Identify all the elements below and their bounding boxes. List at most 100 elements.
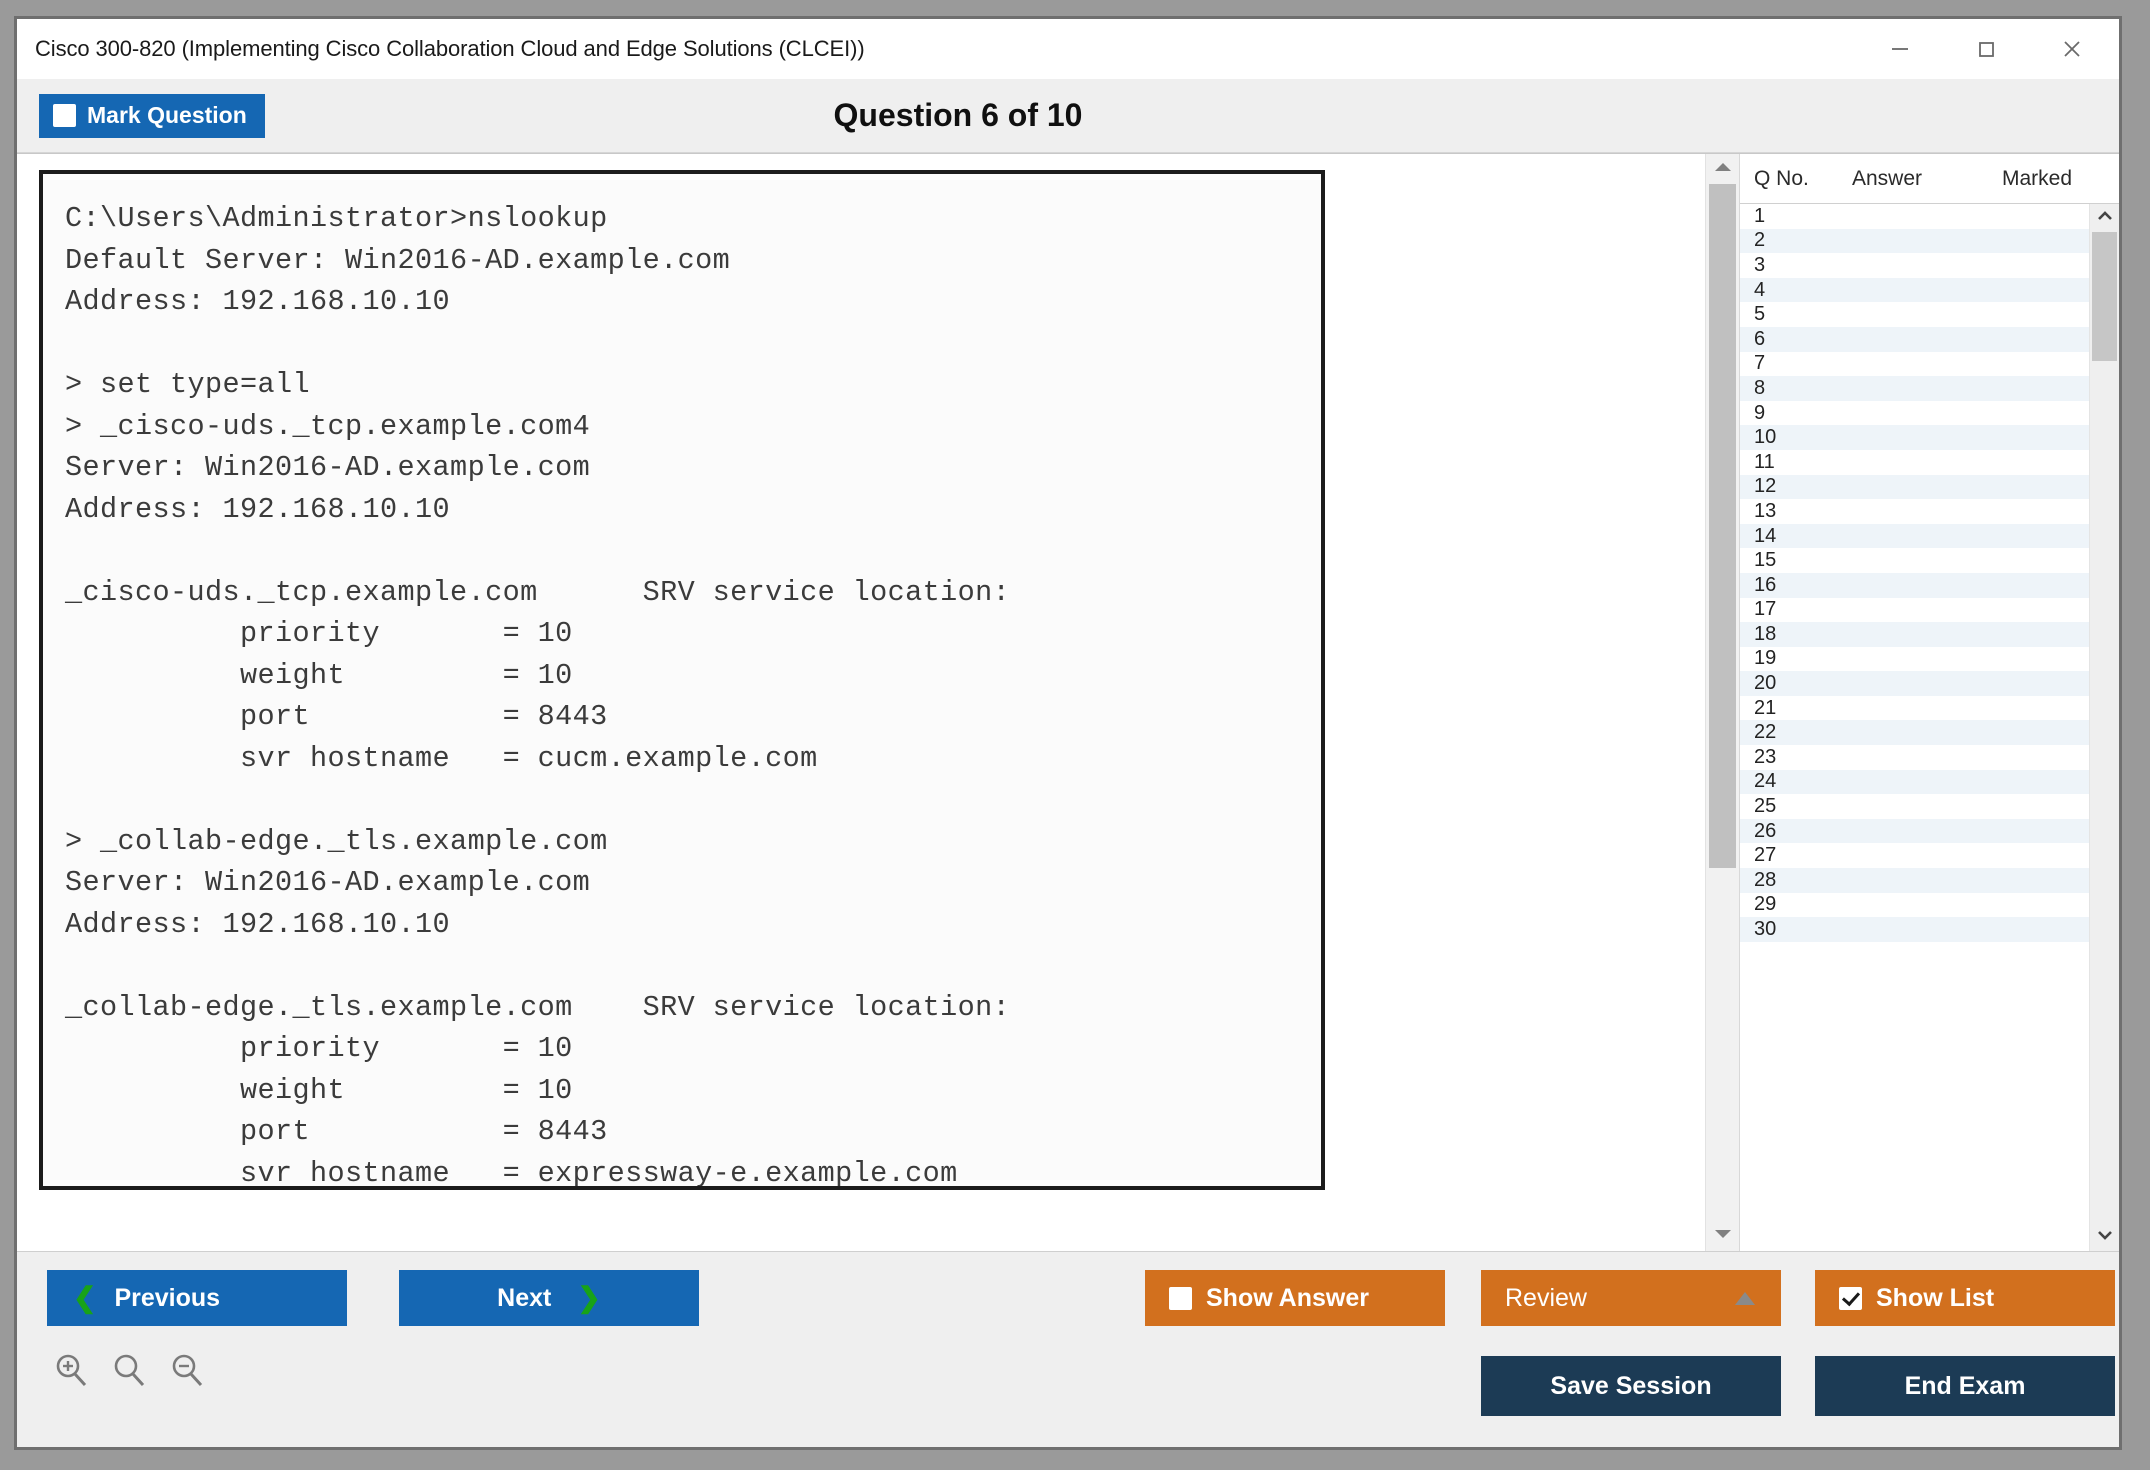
previous-button-label: Previous xyxy=(114,1283,221,1312)
exam-application-window: Cisco 300-820 (Implementing Cisco Collab… xyxy=(14,16,2122,1450)
question-number-cell: 4 xyxy=(1754,278,1766,301)
minimize-button[interactable] xyxy=(1857,20,1943,78)
question-number-cell: 29 xyxy=(1754,893,1777,916)
question-number-cell: 7 xyxy=(1754,352,1766,375)
question-list-row[interactable]: 24 xyxy=(1740,769,2089,795)
question-list-row[interactable]: 29 xyxy=(1740,892,2089,918)
list-scrollbar-track[interactable] xyxy=(2090,232,2119,1223)
save-session-button[interactable]: Save Session xyxy=(1481,1356,1781,1416)
question-list-row[interactable]: 10 xyxy=(1740,425,2089,450)
end-exam-label: End Exam xyxy=(1904,1371,2026,1400)
question-list-row[interactable]: 3 xyxy=(1740,253,2089,278)
maximize-button[interactable] xyxy=(1943,20,2029,78)
question-number-cell: 12 xyxy=(1754,475,1777,498)
question-list-row[interactable]: 12 xyxy=(1740,474,2089,500)
end-exam-button[interactable]: End Exam xyxy=(1815,1356,2115,1416)
show-list-checkbox[interactable] xyxy=(1839,1286,1862,1310)
question-number-cell: 8 xyxy=(1754,376,1766,399)
exam-header-bar: Mark Question Question 6 of 10 xyxy=(17,79,2119,153)
question-list-row[interactable]: 20 xyxy=(1740,671,2089,696)
question-number-cell: 25 xyxy=(1754,795,1777,818)
show-list-label: Show List xyxy=(1876,1283,1995,1312)
question-list-row[interactable]: 23 xyxy=(1740,745,2089,770)
maximize-icon xyxy=(1972,35,2000,63)
question-list-row[interactable]: 22 xyxy=(1740,720,2089,746)
question-list-row[interactable]: 27 xyxy=(1740,843,2089,869)
chevron-down-icon xyxy=(1714,1227,1732,1245)
scroll-down-button[interactable] xyxy=(1706,1221,1739,1251)
question-list-row[interactable]: 7 xyxy=(1740,351,2089,377)
title-bar: Cisco 300-820 (Implementing Cisco Collab… xyxy=(17,19,2119,79)
question-list-row[interactable]: 6 xyxy=(1740,326,2089,352)
column-header-qno: Q No. xyxy=(1754,166,1809,190)
question-list-row[interactable]: 9 xyxy=(1740,400,2089,426)
column-header-answer: Answer xyxy=(1852,166,1923,190)
question-number-cell: 24 xyxy=(1754,770,1777,793)
list-scroll-up-button[interactable] xyxy=(2090,204,2119,232)
question-number-cell: 20 xyxy=(1754,672,1777,695)
review-dropdown-button[interactable]: Review xyxy=(1481,1270,1781,1326)
question-number-cell: 23 xyxy=(1754,745,1777,768)
mark-question-label: Mark Question xyxy=(87,102,247,128)
list-scrollbar-thumb[interactable] xyxy=(2092,232,2117,361)
question-list-row[interactable]: 11 xyxy=(1740,449,2089,475)
question-list-row[interactable]: 5 xyxy=(1740,302,2089,327)
question-list-row[interactable]: 25 xyxy=(1740,794,2089,819)
question-list-row[interactable]: 14 xyxy=(1740,523,2089,549)
question-list-row[interactable]: 16 xyxy=(1740,572,2089,598)
review-label: Review xyxy=(1505,1283,1587,1312)
show-answer-label: Show Answer xyxy=(1206,1283,1369,1312)
previous-button[interactable]: ❮ Previous xyxy=(47,1270,347,1326)
question-list-row[interactable]: 8 xyxy=(1740,376,2089,401)
question-number-cell: 6 xyxy=(1754,327,1766,350)
question-list-scrollbar[interactable] xyxy=(2089,204,2119,1251)
question-number-cell: 11 xyxy=(1754,450,1775,473)
question-list-row[interactable]: 19 xyxy=(1740,646,2089,672)
question-list-row[interactable]: 2 xyxy=(1740,228,2089,254)
question-number-cell: 28 xyxy=(1754,868,1777,891)
question-number-cell: 13 xyxy=(1754,499,1777,522)
zoom-toolbar xyxy=(51,1350,207,1395)
mark-question-checkbox[interactable] xyxy=(53,104,76,127)
question-number-cell: 2 xyxy=(1754,229,1766,252)
show-answer-button[interactable]: Show Answer xyxy=(1145,1270,1445,1326)
mark-question-button[interactable]: Mark Question xyxy=(39,93,265,138)
zoom-out-icon[interactable] xyxy=(167,1350,207,1395)
question-list-row[interactable]: 28 xyxy=(1740,868,2089,893)
question-list-row[interactable]: 15 xyxy=(1740,548,2089,573)
terminal-output-text: C:\Users\Administrator>nslookup Default … xyxy=(65,202,1011,1190)
question-number-cell: 21 xyxy=(1754,696,1777,719)
zoom-in-icon[interactable] xyxy=(51,1350,91,1395)
triangle-up-icon xyxy=(1735,1291,1755,1305)
question-number-cell: 17 xyxy=(1754,598,1777,621)
question-number-cell: 1 xyxy=(1754,204,1766,227)
scrollbar-track[interactable] xyxy=(1706,184,1739,1221)
question-number-cell: 27 xyxy=(1754,844,1777,867)
scrollbar-thumb[interactable] xyxy=(1709,184,1736,869)
question-list-row[interactable]: 26 xyxy=(1740,818,2089,844)
show-answer-checkbox[interactable] xyxy=(1169,1286,1192,1310)
question-list-row[interactable]: 1 xyxy=(1740,204,2089,229)
next-button[interactable]: Next ❯ xyxy=(399,1270,699,1326)
close-button[interactable] xyxy=(2029,20,2115,78)
terminal-output-figure: C:\Users\Administrator>nslookup Default … xyxy=(39,170,1325,1190)
list-scroll-down-button[interactable] xyxy=(2090,1223,2119,1251)
question-list-row[interactable]: 17 xyxy=(1740,597,2089,623)
question-number-cell: 30 xyxy=(1754,918,1777,941)
show-list-button[interactable]: Show List xyxy=(1815,1270,2115,1326)
question-list-row[interactable]: 18 xyxy=(1740,622,2089,647)
scroll-up-button[interactable] xyxy=(1706,154,1739,184)
question-number-cell: 16 xyxy=(1754,573,1777,596)
question-list-row[interactable]: 13 xyxy=(1740,499,2089,524)
close-icon xyxy=(2057,34,2087,64)
exam-body: C:\Users\Administrator>nslookup Default … xyxy=(17,153,2119,1251)
question-list-row[interactable]: 30 xyxy=(1740,917,2089,942)
chevron-up-icon xyxy=(1714,160,1732,178)
question-list-row[interactable]: 4 xyxy=(1740,277,2089,303)
question-list-row[interactable]: 21 xyxy=(1740,695,2089,721)
window-controls xyxy=(1857,19,2115,79)
content-vertical-scrollbar[interactable] xyxy=(1705,154,1739,1251)
question-number-cell: 10 xyxy=(1754,426,1777,449)
zoom-reset-icon[interactable] xyxy=(109,1350,149,1395)
